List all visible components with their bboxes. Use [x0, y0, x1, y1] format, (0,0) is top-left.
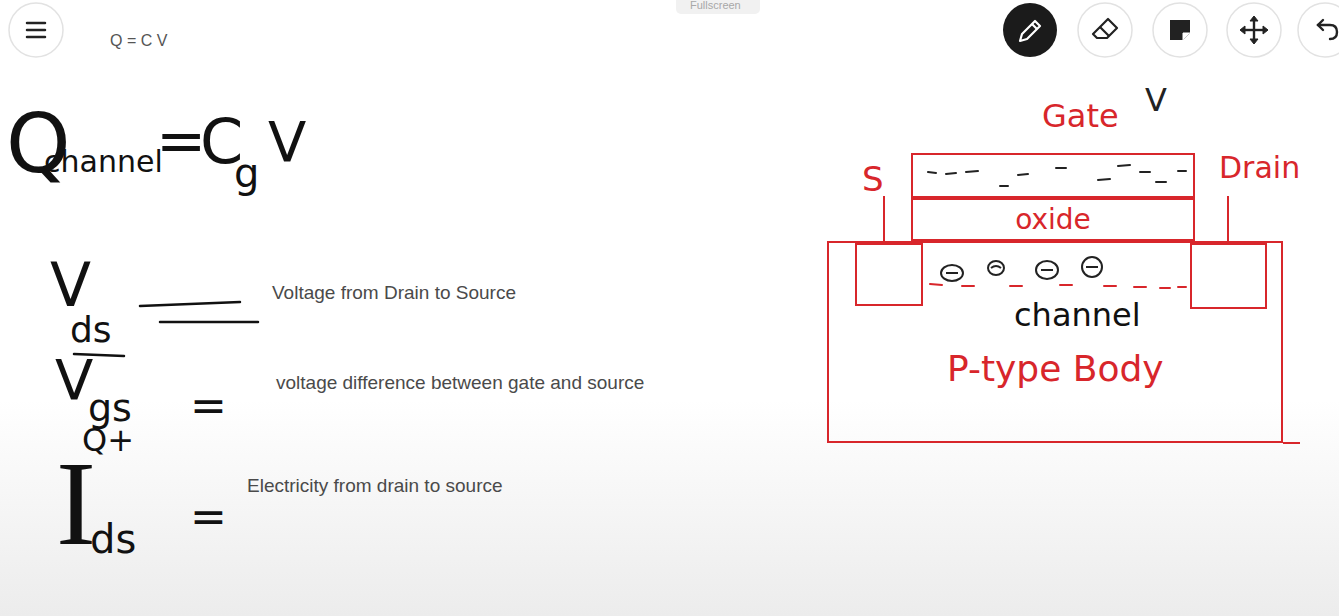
gate-charges	[928, 165, 1186, 186]
channel-dashes	[930, 284, 1186, 288]
pencil-button	[1003, 3, 1057, 57]
symbol: V	[55, 352, 93, 408]
note-icon	[1170, 20, 1190, 40]
oxide-layer: oxide	[911, 198, 1195, 241]
symbol: I	[56, 444, 96, 564]
subscript: ds	[90, 519, 136, 559]
subscript: channel	[44, 147, 163, 177]
subscript: gs	[88, 389, 132, 427]
eraser-button	[1078, 3, 1132, 57]
pencil-icon	[1020, 21, 1040, 41]
definition-text: voltage difference between gate and sour…	[276, 373, 644, 392]
move-button	[1227, 3, 1281, 57]
tooltip-text: Fullscreen	[690, 0, 741, 11]
p-type-body: channelP-type Body S Drain	[827, 241, 1283, 443]
node-text: channel	[1014, 299, 1141, 331]
symbol: V	[268, 114, 306, 170]
menu-button	[9, 3, 63, 57]
node-text: S	[862, 162, 884, 196]
definition-text: Electricity from drain to source	[247, 476, 503, 495]
node-text: Gate	[1042, 100, 1119, 132]
formula-note: Q = C V	[110, 33, 167, 49]
definition-text: Voltage from Drain to Source	[272, 283, 516, 302]
eraser-icon	[1093, 19, 1117, 38]
undo-icon	[1318, 20, 1337, 39]
gate-voltage: V	[1145, 84, 1167, 116]
gate-electrode: Gate	[911, 153, 1195, 198]
electrons	[941, 257, 1102, 281]
equals-sign: =	[190, 495, 227, 539]
subscript: g	[234, 153, 259, 193]
note-button	[1153, 3, 1207, 57]
mosfet-drawing	[884, 196, 1300, 443]
equals-sign: =	[190, 384, 227, 428]
equals-sign: =	[156, 110, 206, 170]
symbol: V	[50, 255, 91, 315]
node-text: Drain	[1219, 153, 1300, 183]
subscript: ds	[70, 312, 112, 348]
undo-button	[1298, 3, 1339, 57]
menu-icon	[27, 23, 45, 37]
move-icon	[1240, 16, 1268, 44]
note-fold	[1183, 33, 1190, 40]
tooltip-pill	[676, 0, 760, 14]
node-text: oxide	[1015, 206, 1091, 234]
drain-region: Drain	[1190, 243, 1267, 309]
node-text: P-type Body	[947, 351, 1164, 387]
source-region: S	[855, 243, 923, 306]
